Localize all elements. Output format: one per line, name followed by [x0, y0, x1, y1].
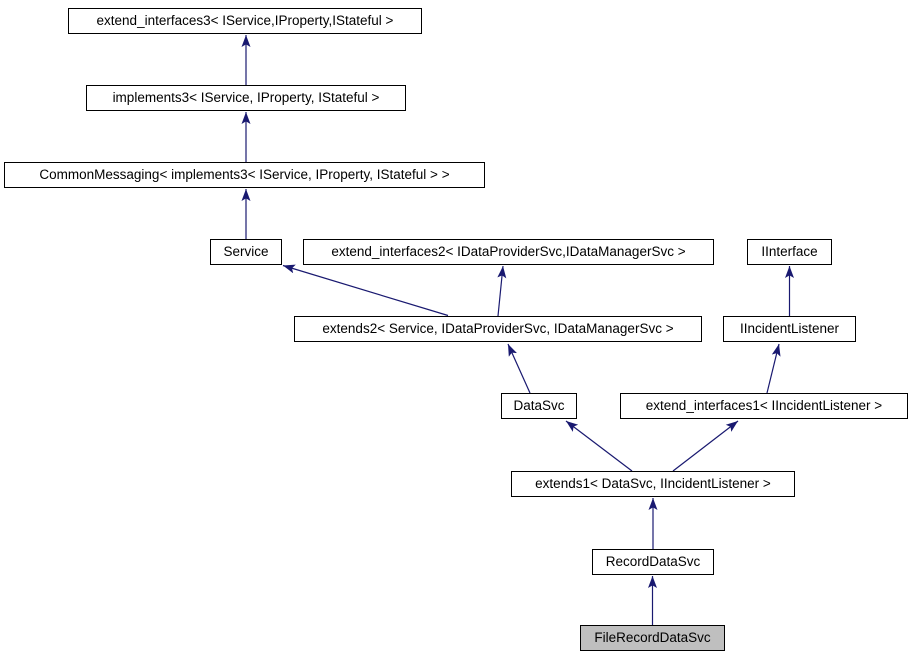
arrow-extend-interfaces1-to-iincidentlistener: [766, 343, 781, 394]
node-extends2[interactable]: extends2< Service, IDataProviderSvc, IDa…: [294, 316, 702, 342]
node-filerecorddatasvc-current: FileRecordDataSvc: [580, 625, 725, 651]
arrow-extends2-to-extend-interfaces2: [497, 265, 507, 317]
node-implements3[interactable]: implements3< IService, IProperty, IState…: [86, 85, 406, 111]
arrow-extends1-to-datasvc: [565, 420, 633, 472]
node-service[interactable]: Service: [210, 239, 282, 265]
node-datasvc[interactable]: DataSvc: [501, 393, 577, 419]
node-extend-interfaces1[interactable]: extend_interfaces1< IIncidentListener >: [620, 393, 908, 419]
arrow-extends1-to-extend-interfaces1: [672, 420, 739, 472]
node-extends1[interactable]: extends1< DataSvc, IIncidentListener >: [511, 471, 795, 497]
arrow-extends2-to-service: [282, 264, 449, 317]
node-recorddatasvc[interactable]: RecordDataSvc: [592, 549, 714, 575]
node-iinterface[interactable]: IInterface: [747, 239, 832, 265]
arrow-datasvc-to-extends2: [507, 343, 531, 394]
node-commonmessaging[interactable]: CommonMessaging< implements3< IService, …: [4, 162, 485, 188]
node-extend-interfaces3[interactable]: extend_interfaces3< IService,IProperty,I…: [68, 8, 422, 34]
node-iincidentlistener[interactable]: IIncidentListener: [723, 316, 856, 342]
node-extend-interfaces2[interactable]: extend_interfaces2< IDataProviderSvc,IDa…: [303, 239, 714, 265]
